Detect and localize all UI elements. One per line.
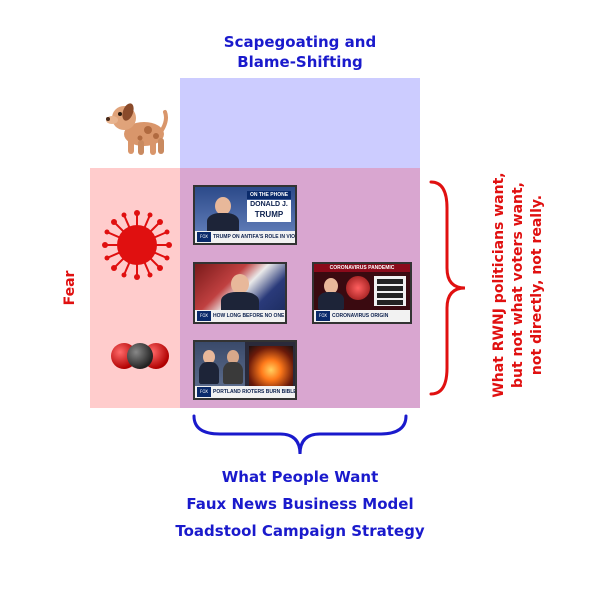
top-label-line1: Scapegoating and (223, 33, 377, 51)
phone-label: ON THE PHONE (247, 191, 291, 199)
right-brace (429, 180, 466, 396)
bottom-label-business-model: Faux News Business Model (186, 495, 414, 513)
pandemic-header: CORONAVIRUS PANDEMIC (314, 264, 410, 272)
virus-icon (102, 210, 172, 280)
ticker-text: CORONAVIRUS ORIGIN (314, 310, 410, 322)
name-card: DONALD J. TRUMP (247, 200, 291, 222)
network-logo: FOX (197, 311, 211, 321)
network-logo: FOX (197, 387, 211, 397)
news-thumbnail-portland: PORTLAND RIOTERS BURN BIBLES FOX (193, 340, 297, 400)
molecule-icon (111, 343, 169, 369)
network-logo: FOX (316, 311, 330, 321)
bottom-label-campaign-strategy: Toadstool Campaign Strategy (175, 522, 425, 540)
bottom-label-what-people-want: What People Want (221, 468, 379, 486)
fear-label: Fear (62, 270, 78, 306)
news-thumbnail-trump: ON THE PHONE DONALD J. TRUMP TRUMP ON AN… (193, 185, 297, 245)
right-label-line1: What RWNJ politicians want, (491, 172, 507, 398)
right-label-line3: not directly, not really. (529, 194, 545, 376)
network-logo: FOX (197, 232, 211, 242)
name-line2: TRUMP (254, 210, 284, 219)
ticker-text: HOW LONG BEFORE NO ONE WILL SERVE AS A C… (195, 310, 285, 322)
right-label-line2: but not what voters want, (510, 181, 526, 389)
news-thumbnail-coronavirus: CORONAVIRUS PANDEMIC CORONAVIRUS ORIGIN … (312, 262, 412, 324)
top-label: Scapegoating and Blame-Shifting (180, 32, 420, 72)
bottom-brace (192, 414, 408, 455)
dog-icon (106, 103, 168, 155)
news-thumbnail-cop: HOW LONG BEFORE NO ONE WILL SERVE AS A C… (193, 262, 287, 324)
ticker-text: PORTLAND RIOTERS BURN BIBLES (195, 386, 295, 398)
name-line1: DONALD J. (250, 201, 288, 208)
ticker-text: TRUMP ON ANTIFA'S ROLE IN VIOLENCE IN U.… (195, 231, 295, 243)
top-label-line2: Blame-Shifting (237, 53, 363, 71)
stats-panel (374, 276, 406, 306)
right-label: What RWNJ politicians want, but not what… (490, 105, 550, 465)
scapegoating-region (180, 78, 420, 168)
